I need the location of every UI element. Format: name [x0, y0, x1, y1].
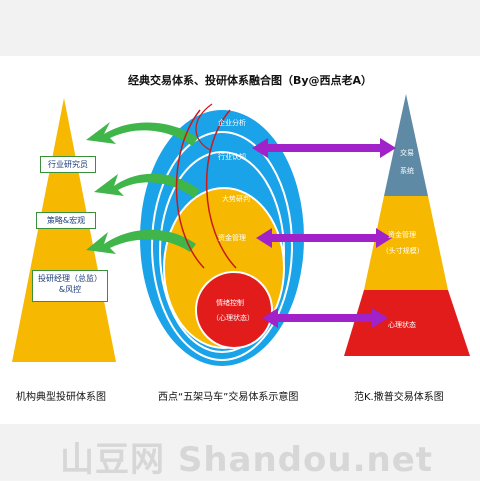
red-bracket-inner — [206, 109, 237, 269]
red-bracket-outer — [175, 109, 205, 269]
left-box-analyst: 行业研究员 — [40, 156, 96, 173]
purple-arrow-3 — [262, 308, 388, 328]
caption-center: 西点“五架马车”交易体系示意图 — [158, 392, 299, 403]
left-box-manager: 投研经理（总监） &风控 — [32, 270, 108, 302]
green-arrow-2 — [94, 173, 200, 198]
label-system: 系统 — [400, 167, 414, 175]
left-box-manager-line1: 投研经理（总监） — [38, 274, 102, 283]
green-arrow-3 — [86, 229, 196, 254]
label-trend-judgment: 大势研判 — [222, 195, 250, 203]
green-arrow-1 — [86, 122, 198, 146]
label-position-size: (头寸规模) — [386, 247, 420, 255]
caption-left: 机构典型投研体系图 — [16, 392, 106, 403]
watermark-text: 山豆网 Shandou.net — [60, 440, 434, 480]
label-emotion-control: 情绪控制 — [216, 299, 244, 307]
diagram-title: 经典交易体系、投研体系融合图（By@西点老A） — [127, 74, 373, 87]
right-tier-top — [384, 94, 428, 196]
right-tier-mid — [364, 196, 448, 290]
ellipse-ring-2 — [159, 151, 285, 353]
top-band — [0, 0, 480, 56]
circle-red — [195, 271, 273, 349]
label-right-capital: 资金管理 — [388, 231, 416, 239]
label-trading: 交易 — [400, 149, 414, 157]
ellipse-ring-1 — [151, 131, 293, 361]
left-box-manager-line2: &风控 — [58, 285, 82, 294]
left-box-strategy: 策略&宏观 — [36, 212, 96, 229]
label-right-mental: 心理状态 — [388, 321, 416, 329]
red-bracket-top — [195, 103, 213, 151]
label-capital-management: 资金管理 — [218, 234, 246, 242]
purple-arrow-1 — [252, 138, 396, 158]
caption-right: 范K.撒普交易体系图 — [354, 392, 444, 403]
label-enterprise-analysis: 企业分析 — [218, 119, 246, 127]
label-mental-state: （心理状态） — [212, 314, 254, 322]
right-tier-bottom — [344, 290, 470, 356]
watermark-band — [0, 424, 480, 480]
purple-arrow-2 — [256, 228, 392, 248]
label-industry-cognition: 行业认知 — [218, 153, 246, 161]
